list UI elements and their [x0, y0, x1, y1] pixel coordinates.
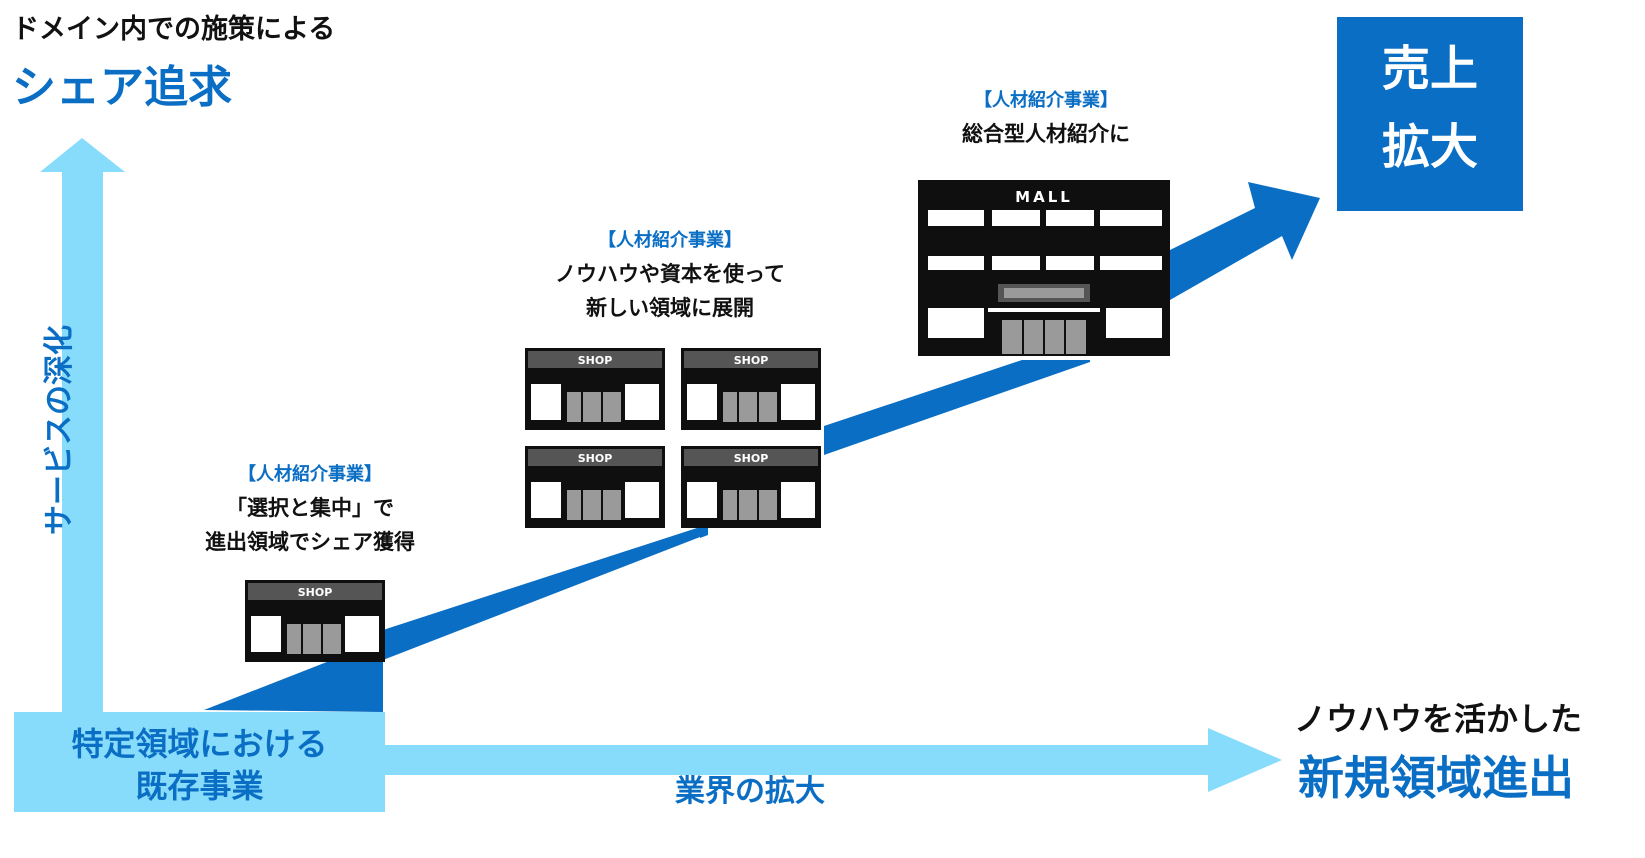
stage-1-line2: 進出領域でシェア獲得 [205, 530, 415, 554]
stage-2-line2: 新しい領域に展開 [586, 296, 754, 320]
horizontal-axis-arrow [365, 728, 1282, 792]
growth-band-segment-3 [824, 360, 1090, 455]
existing-business-line1: 特定領域における [71, 725, 328, 763]
domain-strategy-caption: ドメイン内での施策による [12, 14, 336, 45]
new-domain-title: 新規領域進出 [1298, 751, 1574, 805]
mall-building: MALL [918, 180, 1170, 356]
sales-growth-box [1337, 17, 1523, 211]
svg-text:SHOP: SHOP [578, 452, 613, 465]
shop-building: SHOP [525, 348, 665, 430]
growth-band-arrow [1170, 182, 1320, 300]
stage-2-line1: ノウハウや資本を使って [555, 262, 785, 286]
stage-2-tag: 【人材紹介事業】 [598, 230, 742, 251]
shop-sign: SHOP [298, 586, 333, 599]
shop-building: SHOP [681, 446, 821, 528]
existing-business-line2: 既存事業 [135, 767, 264, 805]
svg-text:SHOP: SHOP [578, 354, 613, 367]
stage-1-line1: 「選択と集中」で [226, 496, 394, 520]
new-domain-caption: ノウハウを活かした [1293, 700, 1582, 738]
stage-3-tag: 【人材紹介事業】 [974, 90, 1118, 111]
stage-3-line1: 総合型人材紹介に [962, 122, 1130, 146]
horizontal-axis-label: 業界の拡大 [675, 774, 825, 809]
share-pursuit-title: シェア追求 [12, 62, 232, 113]
growth-band-segment-1 [383, 527, 700, 660]
shop-building: SHOP [525, 446, 665, 528]
stage-1-tag: 【人材紹介事業】 [238, 464, 382, 485]
existing-business-box-bg [14, 712, 385, 812]
sales-growth-line1: 売上 [1381, 41, 1478, 97]
vertical-axis-label: サービスの深化 [42, 325, 77, 535]
vertical-axis-label-wrap: サービスの深化 [6, 310, 106, 550]
vertical-axis-arrow [40, 138, 125, 712]
shop-building: SHOP [681, 348, 821, 430]
svg-text:SHOP: SHOP [734, 452, 769, 465]
shop-building: SHOP [245, 580, 385, 662]
sales-growth-line2: 拡大 [1381, 119, 1478, 175]
mall-sign: MALL [1015, 188, 1073, 206]
svg-text:SHOP: SHOP [734, 354, 769, 367]
